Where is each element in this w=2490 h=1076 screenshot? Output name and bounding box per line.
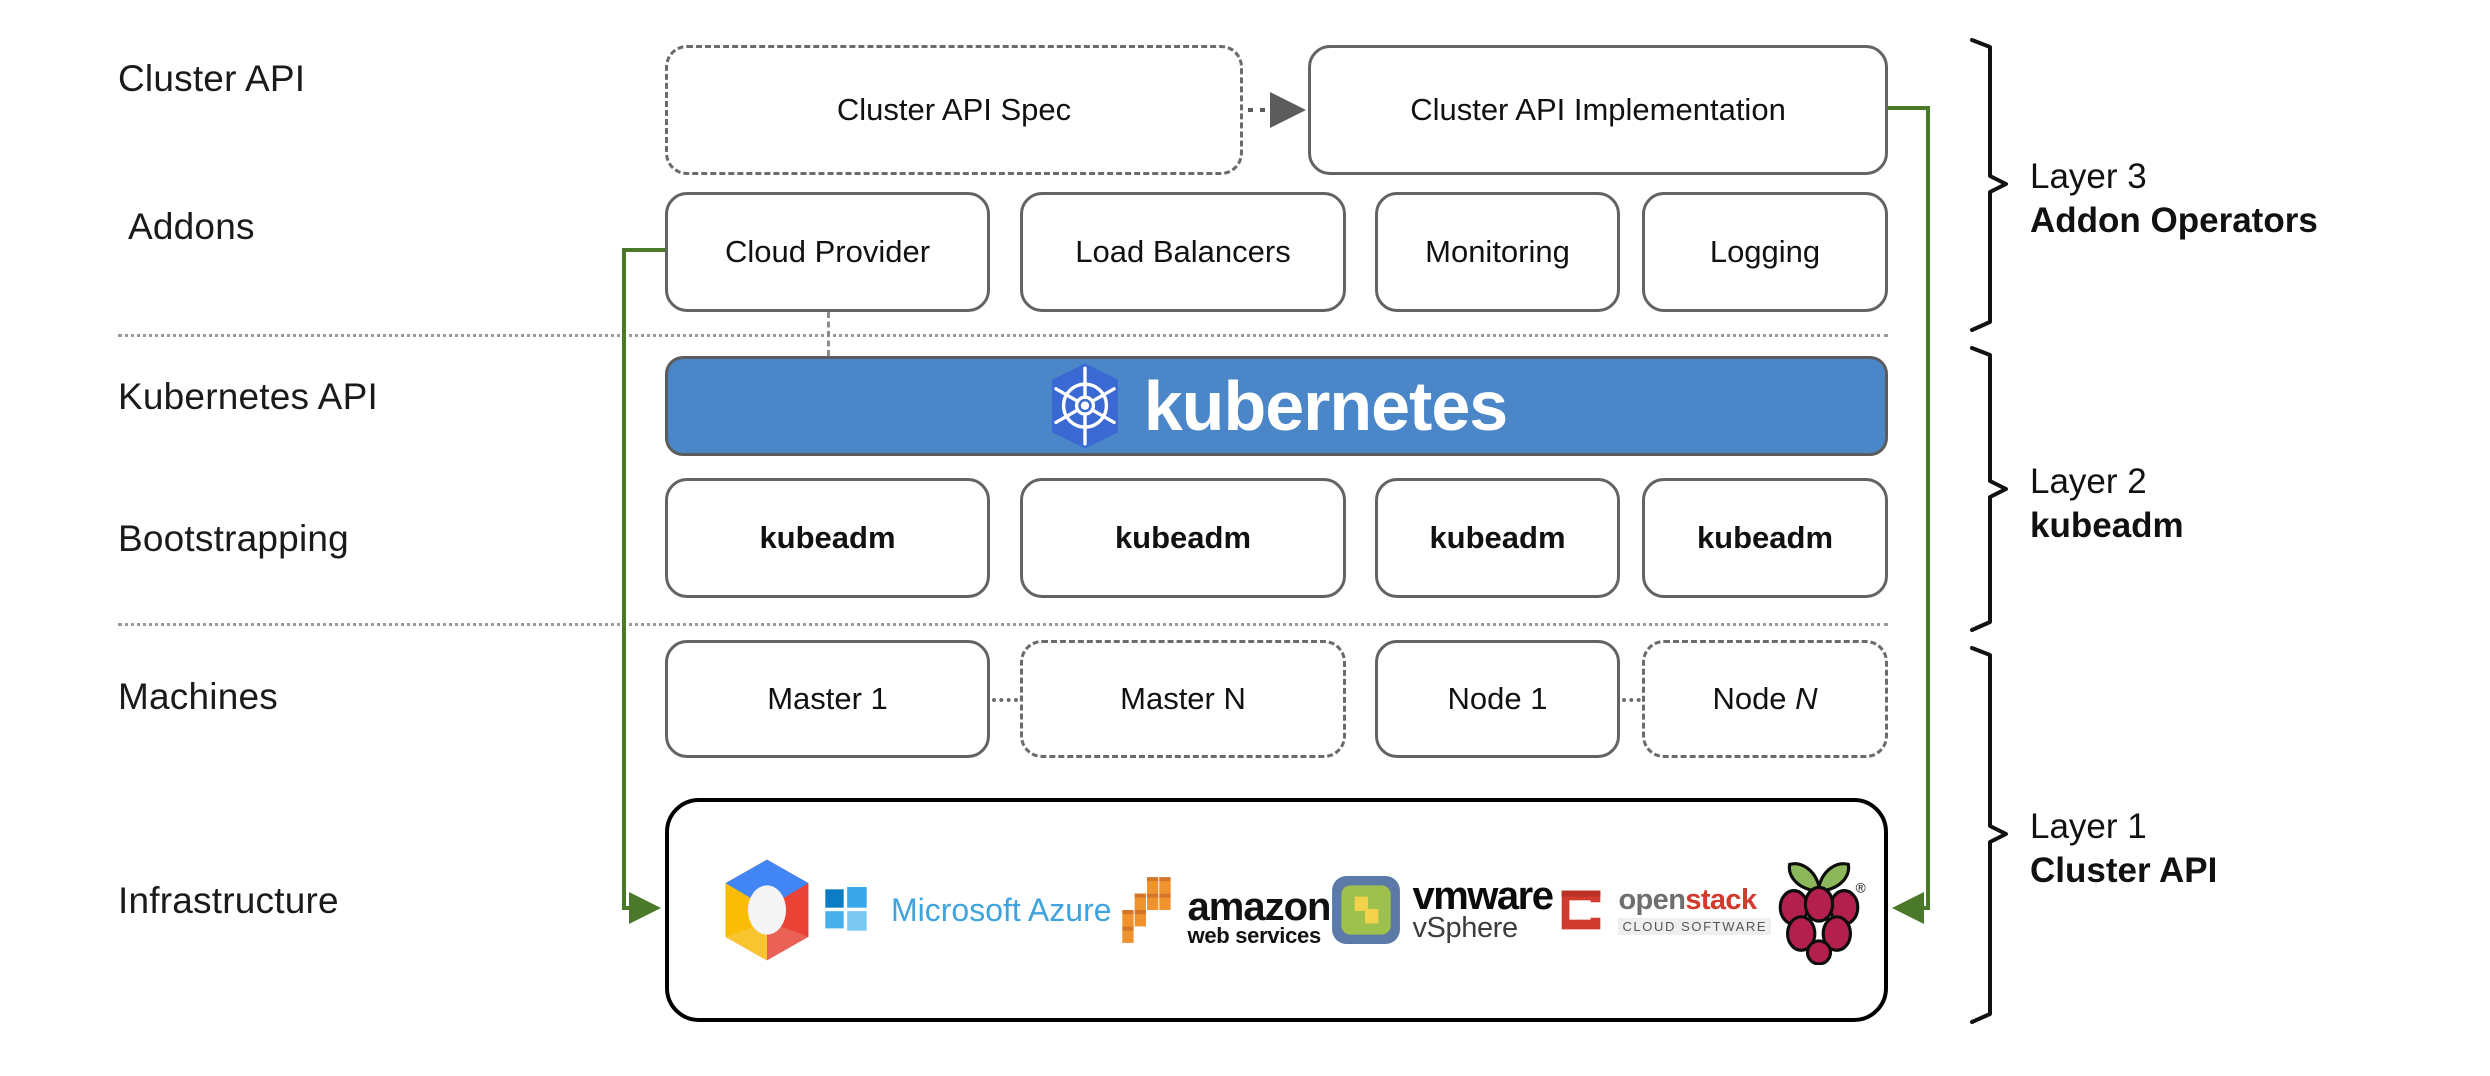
addon-label-monitoring: Monitoring (1425, 234, 1570, 270)
addon-label-logging: Logging (1709, 234, 1821, 270)
bracket-layer-1 (1970, 646, 2008, 1024)
addon-box-logging[interactable]: Logging (1642, 192, 1888, 312)
bracket-layer-3 (1970, 38, 2008, 332)
openstack-tagline: CLOUD SOFTWARE (1618, 917, 1772, 935)
bootstrap-label-3: kubeadm (1429, 520, 1566, 556)
bootstrap-box-1[interactable]: kubeadm (665, 478, 990, 598)
machine-label-node-1: Node 1 (1447, 681, 1548, 717)
bootstrap-box-2[interactable]: kubeadm (1020, 478, 1346, 598)
row-label-infrastructure: Infrastructure (118, 880, 339, 921)
bootstrap-label-2: kubeadm (1114, 520, 1252, 556)
cluster-api-implementation-box[interactable]: Cluster API Implementation (1308, 45, 1888, 175)
row-label-bootstrapping: Bootstrapping (118, 518, 349, 559)
addon-box-monitoring[interactable]: Monitoring (1375, 192, 1620, 312)
machine-label-master-1: Master 1 (767, 681, 888, 717)
separator-layer2-layer1 (118, 623, 1888, 626)
row-label-machines: Machines (118, 676, 278, 717)
machine-box-node-1[interactable]: Node 1 (1375, 640, 1620, 758)
addon-box-cloud-provider[interactable]: Cloud Provider (665, 192, 990, 312)
row-label-kubernetes-api: Kubernetes API (118, 376, 378, 417)
layer-3-name: Addon Operators (2030, 201, 2318, 241)
separator-layer3-layer2 (118, 334, 1888, 337)
machine-box-node-n[interactable]: Node N (1642, 640, 1888, 758)
machine-box-master-n[interactable]: Master N (1020, 640, 1346, 758)
layer-label-3: Layer 3 Addon Operators (2030, 155, 2318, 243)
kubernetes-wordmark: kubernetes (1143, 367, 1508, 445)
layer-label-2: Layer 2 kubeadm (2030, 460, 2184, 548)
bootstrap-label-4: kubeadm (1696, 520, 1834, 556)
kubernetes-helm-wheel-icon (1051, 363, 1118, 449)
raspberry-pi-logo[interactable]: ® (1771, 855, 1867, 965)
vsphere-wordmark: vSphere (1412, 912, 1518, 945)
machine-box-master-1[interactable]: Master 1 (665, 640, 990, 758)
layer-2-number: Layer 2 (2030, 462, 2147, 501)
green-flow-right (1888, 106, 1930, 924)
google-cloud-platform-logo[interactable] (711, 854, 823, 966)
bracket-layer-2 (1970, 346, 2008, 632)
vmware-wordmark: vmware (1412, 874, 1553, 919)
infrastructure-container[interactable]: Microsoft Azure amazon (665, 798, 1888, 1022)
connector-master1-masterN (992, 698, 1018, 702)
openstack-logo[interactable]: openstack CLOUD SOFTWARE (1552, 881, 1772, 939)
bootstrap-box-3[interactable]: kubeadm (1375, 478, 1620, 598)
link-cloud-provider-to-kubernetes (827, 312, 830, 356)
layer-label-1: Layer 1 Cluster API (2030, 805, 2217, 893)
kubernetes-api-banner[interactable]: kubernetes (665, 356, 1888, 456)
green-flow-left (622, 248, 665, 924)
microsoft-azure-logo[interactable]: Microsoft Azure (823, 887, 1112, 933)
machine-label-node-n: Node N (1712, 681, 1818, 717)
svg-text:®: ® (1856, 881, 1866, 896)
layer-1-name: Cluster API (2030, 851, 2218, 891)
cluster-api-implementation-label: Cluster API Implementation (1410, 92, 1786, 128)
amazon-wordmark: amazon (1187, 884, 1332, 929)
layer-1-number: Layer 1 (2030, 807, 2147, 846)
connector-node1-nodeN (1622, 698, 1648, 702)
layer-3-number: Layer 3 (2030, 157, 2147, 196)
row-label-cluster-api: Cluster API (118, 58, 306, 99)
microsoft-azure-wordmark: Microsoft Azure (891, 892, 1112, 928)
amazon-web-services-logo[interactable]: amazon web services (1112, 874, 1331, 946)
cluster-api-spec-label: Cluster API Spec (836, 92, 1072, 128)
row-label-addons: Addons (128, 206, 255, 247)
webservices-wordmark: web services (1187, 922, 1322, 948)
cluster-api-spec-box[interactable]: Cluster API Spec (665, 45, 1243, 175)
vmware-vsphere-logo[interactable]: vmware vSphere (1330, 874, 1554, 946)
addon-label-cloud-provider: Cloud Provider (724, 234, 931, 270)
machine-label-master-n: Master N (1120, 681, 1246, 717)
addon-box-load-balancers[interactable]: Load Balancers (1020, 192, 1346, 312)
layer-2-name: kubeadm (2030, 506, 2184, 546)
openstack-wordmark: openstack (1618, 883, 1757, 916)
bootstrap-box-4[interactable]: kubeadm (1642, 478, 1888, 598)
bootstrap-label-1: kubeadm (759, 520, 896, 556)
machine-label-node-n-italic: N (1795, 681, 1818, 717)
addon-label-load-balancers: Load Balancers (1075, 234, 1291, 270)
